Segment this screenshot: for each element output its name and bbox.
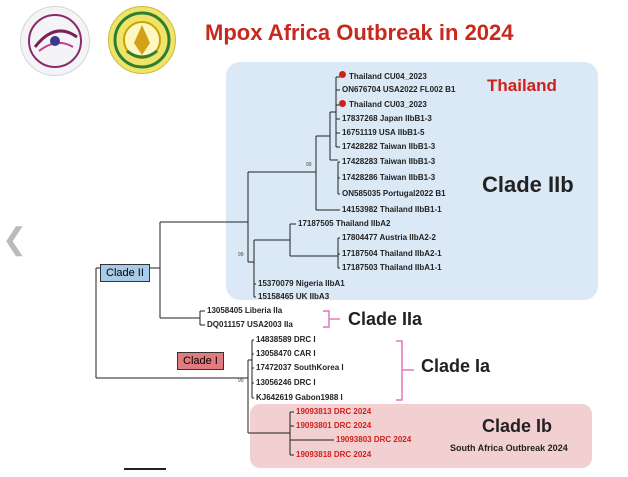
tree-leaf: 17428282 Taiwan IIbB1-3 — [342, 142, 436, 151]
tree-leaf: 17804477 Austria IIbA2-2 — [342, 233, 436, 242]
bootstrap-value: 99 — [238, 252, 244, 258]
clade-i-tag: Clade I — [177, 352, 224, 370]
tree-leaf: KJ642619 Gabon1988 I — [256, 393, 343, 402]
university-crest-icon — [113, 11, 171, 69]
tree-leaf: Thailand CU04_2023 — [349, 72, 427, 81]
tree-leaf: 15370079 Nigeria IIbA1 — [258, 279, 345, 288]
clade-ib-label: Clade Ib — [482, 416, 553, 436]
tree-leaf: 15158465 UK IIbA3 — [258, 292, 330, 301]
clade-ib-note: South Africa Outbreak 2024 — [450, 443, 568, 453]
tree-leaf: 14153982 Thailand IIbB1-1 — [342, 205, 442, 214]
tree-leaf: 19093818 DRC 2024 — [296, 450, 372, 459]
thailand-label: Thailand — [487, 76, 557, 95]
right-university-logo — [108, 6, 176, 74]
institute-emblem-icon — [28, 14, 82, 68]
clade-iia-label: Clade IIa — [348, 309, 423, 329]
tree-leaf: 17428283 Taiwan IIbB1-3 — [342, 157, 436, 166]
clade-ii-tag: Clade II — [100, 264, 150, 282]
tree-leaf: 19093801 DRC 2024 — [296, 421, 372, 430]
tree-leaf: 17187505 Thailand IIbA2 — [298, 219, 391, 228]
tree-leaf: 17472037 SouthKorea I — [256, 363, 344, 372]
tree-leaf: 17187504 Thailand IIbA2-1 — [342, 249, 442, 258]
page-title: Mpox Africa Outbreak in 2024 — [205, 20, 514, 45]
thailand-red-dot-icon — [339, 71, 346, 78]
tree-leaf: 13056246 DRC I — [256, 378, 316, 387]
tree-leaf: Thailand CU03_2023 — [349, 100, 427, 109]
tree-leaf: 19093803 DRC 2024 — [336, 435, 412, 444]
tree-leaf: 17428286 Taiwan IIbB1-3 — [342, 173, 436, 182]
bootstrap-value: 99 — [238, 378, 244, 384]
tree-leaf: 13058470 CAR I — [256, 349, 316, 358]
previous-slide-arrow-icon[interactable]: ❮ — [2, 223, 28, 256]
thailand-red-dot-icon — [339, 100, 346, 107]
tree-leaf: DQ011157 USA2003 IIa — [207, 320, 293, 329]
left-institute-logo — [20, 6, 90, 76]
clade-iib-label: Clade IIb — [482, 172, 574, 197]
bootstrap-value: 99 — [306, 162, 312, 168]
tree-leaf: ON585035 Portugal2022 B1 — [342, 189, 446, 198]
clade-ia-label: Clade Ia — [421, 356, 491, 376]
clade-ib-box — [250, 404, 592, 468]
tree-leaf: 14838589 DRC I — [256, 335, 316, 344]
tree-leaf: 17837268 Japan IIbB1-3 — [342, 114, 432, 123]
tree-leaf: 17187503 Thailand IIbA1-1 — [342, 263, 442, 272]
scale-bar — [124, 468, 166, 470]
tree-leaf: ON676704 USA2022 FL002 B1 — [342, 85, 456, 94]
tree-leaf: 16751119 USA IIbB1-5 — [342, 128, 425, 137]
clade-iib-box — [226, 62, 598, 300]
tree-leaf: 19093813 DRC 2024 — [296, 407, 372, 416]
tree-leaf: 13058405 Liberia IIa — [207, 306, 283, 315]
